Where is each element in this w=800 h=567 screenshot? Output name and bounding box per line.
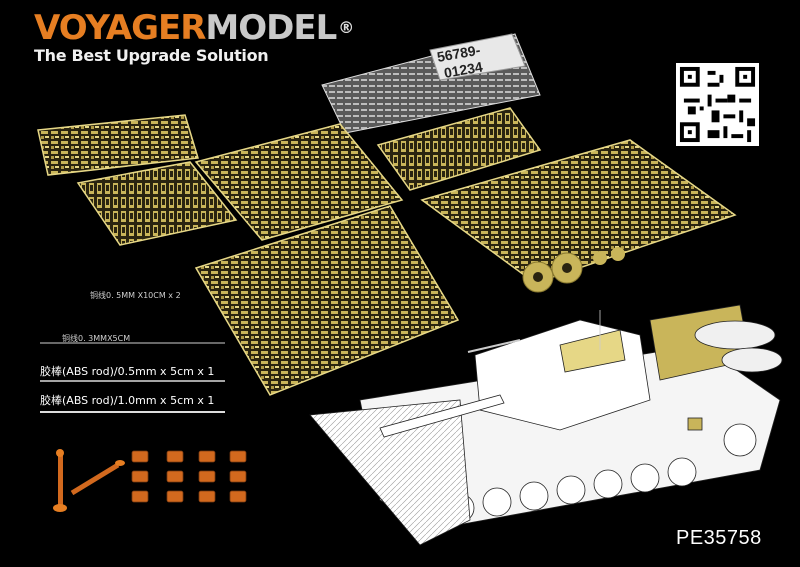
wire-label-large: 铜线0. 5MM X10CM x 2 bbox=[90, 291, 181, 300]
brass-fret-4 bbox=[376, 107, 542, 191]
brand-left: VOYAGER bbox=[34, 8, 206, 48]
rod-label-2: 胶棒(ABS rod)/1.0mm x 5cm x 1 bbox=[40, 394, 215, 407]
brass-fret-1 bbox=[37, 114, 199, 176]
product-code: PE35758 bbox=[676, 527, 762, 549]
brass-fret-3 bbox=[194, 123, 404, 241]
brass-fret-2 bbox=[76, 161, 238, 246]
resin-barrel-parts bbox=[53, 449, 125, 512]
brass-fret-6 bbox=[194, 205, 460, 396]
silver-fret: 56789- 01234 bbox=[321, 33, 541, 134]
rod-label-1: 胶棒(ABS rod)/0.5mm x 5cm x 1 bbox=[40, 365, 215, 378]
tank-drawing bbox=[309, 304, 783, 546]
wire-label-small: 铜线0. 3MMX5CM bbox=[62, 334, 131, 343]
decal-row-2: 01234 bbox=[443, 58, 484, 81]
tagline: The Best Upgrade Solution bbox=[34, 46, 269, 65]
decal-row-1: 56789- bbox=[436, 42, 482, 65]
brass-fret-5 bbox=[420, 139, 737, 293]
registered-mark: ® bbox=[338, 18, 354, 37]
brand-right: MODEL bbox=[205, 8, 337, 48]
resin-fittings bbox=[131, 450, 247, 503]
qr-code[interactable] bbox=[676, 63, 759, 146]
brand-logo: VOYAGERMODEL® bbox=[34, 8, 354, 48]
